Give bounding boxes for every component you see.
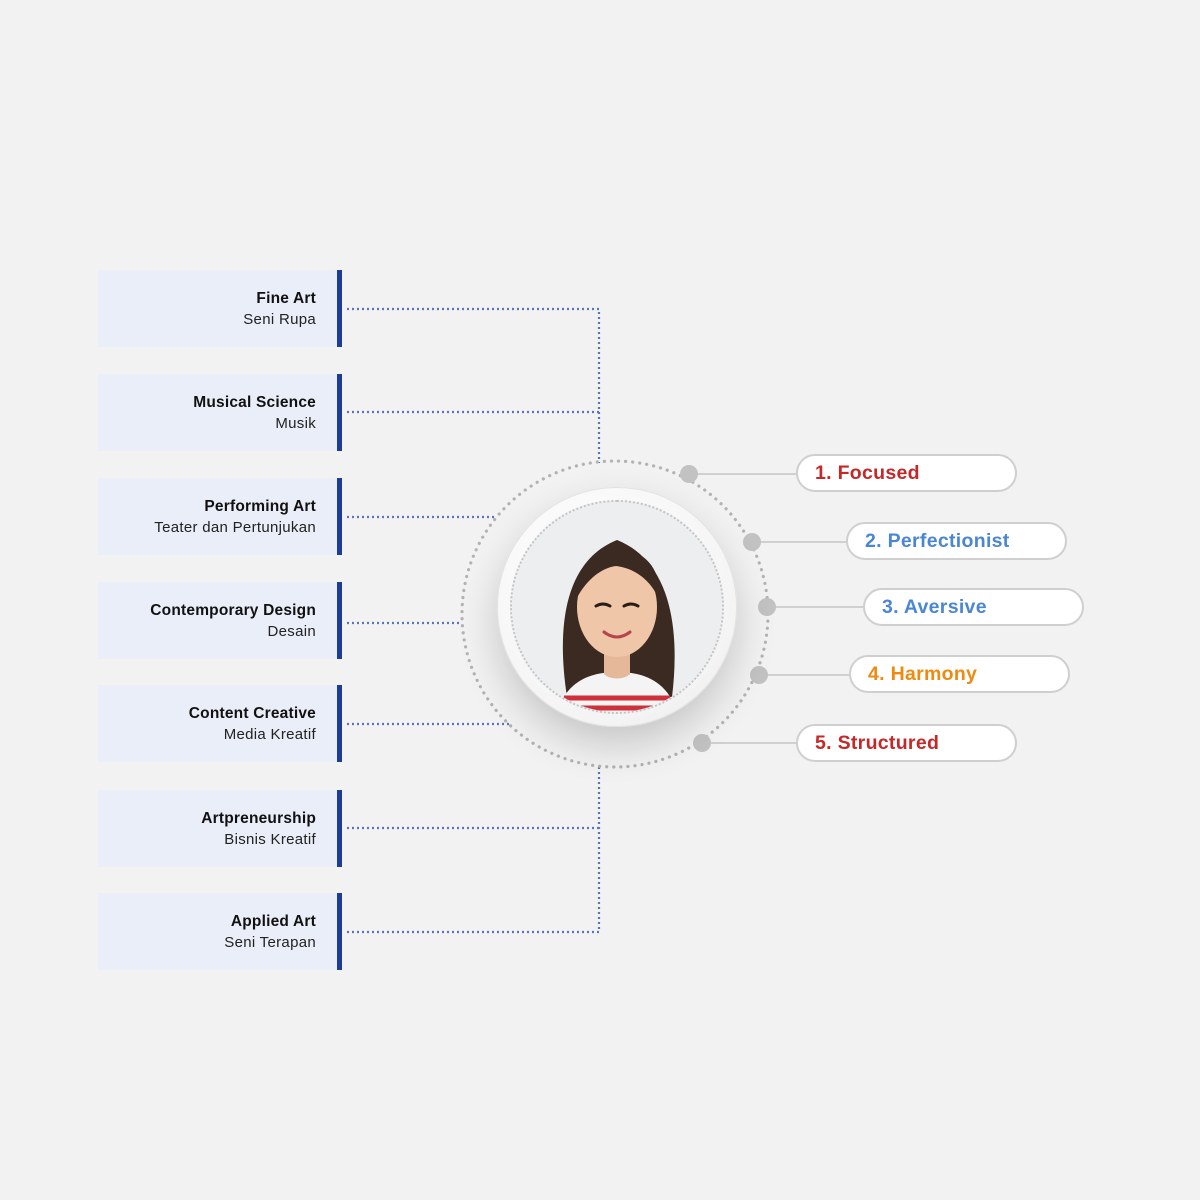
category-subtitle: Media Kreatif xyxy=(223,725,316,743)
trait-node-1 xyxy=(680,465,698,483)
category-title: Contemporary Design xyxy=(150,601,316,619)
trait-label: 1. Focused xyxy=(815,461,920,484)
category-subtitle: Seni Rupa xyxy=(243,310,316,328)
category-card-contemporary-design: Contemporary Design Desain xyxy=(98,582,342,659)
trait-node-2 xyxy=(743,533,761,551)
category-card-performing-art: Performing Art Teater dan Pertunjukan xyxy=(98,478,342,555)
category-card-fine-art: Fine Art Seni Rupa xyxy=(98,270,342,347)
category-title: Performing Art xyxy=(204,497,316,515)
category-card-artpreneurship: Artpreneurship Bisnis Kreatif xyxy=(98,790,342,867)
trait-label: 4. Harmony xyxy=(868,662,978,685)
category-subtitle: Bisnis Kreatif xyxy=(224,830,316,848)
trait-pill-structured: 5. Structured xyxy=(796,724,1017,762)
trait-node-5 xyxy=(693,734,711,752)
trait-pill-perfectionist: 2. Perfectionist xyxy=(846,522,1067,560)
trait-pill-aversive: 3. Aversive xyxy=(863,588,1084,626)
trait-nodes xyxy=(680,465,776,752)
category-card-applied-art: Applied Art Seni Terapan xyxy=(98,893,342,970)
category-card-content-creative: Content Creative Media Kreatif xyxy=(98,685,342,762)
category-subtitle: Teater dan Pertunjukan xyxy=(154,518,316,536)
trait-label: 2. Perfectionist xyxy=(865,529,1010,552)
trait-node-4 xyxy=(750,666,768,684)
category-card-musical-science: Musical Science Musik xyxy=(98,374,342,451)
category-title: Content Creative xyxy=(188,704,316,722)
category-subtitle: Musik xyxy=(275,414,316,432)
category-subtitle: Seni Terapan xyxy=(224,933,316,951)
trait-label: 5. Structured xyxy=(815,731,940,754)
trait-label: 3. Aversive xyxy=(882,595,987,618)
profile-avatar-frame xyxy=(497,487,737,727)
trait-pill-harmony: 4. Harmony xyxy=(849,655,1070,693)
connector-fine-art xyxy=(347,307,601,463)
person-portrait-icon xyxy=(512,502,722,712)
category-connectors xyxy=(347,307,601,934)
trait-pill-focused: 1. Focused xyxy=(796,454,1017,492)
connector-applied-art xyxy=(347,767,601,934)
trait-node-3 xyxy=(758,598,776,616)
category-title: Applied Art xyxy=(230,912,316,930)
category-title: Musical Science xyxy=(193,393,316,411)
trait-connectors xyxy=(689,473,864,744)
avatar xyxy=(510,500,724,714)
category-subtitle: Desain xyxy=(267,622,316,640)
category-title: Artpreneurship xyxy=(201,809,316,827)
category-title: Fine Art xyxy=(256,289,316,307)
